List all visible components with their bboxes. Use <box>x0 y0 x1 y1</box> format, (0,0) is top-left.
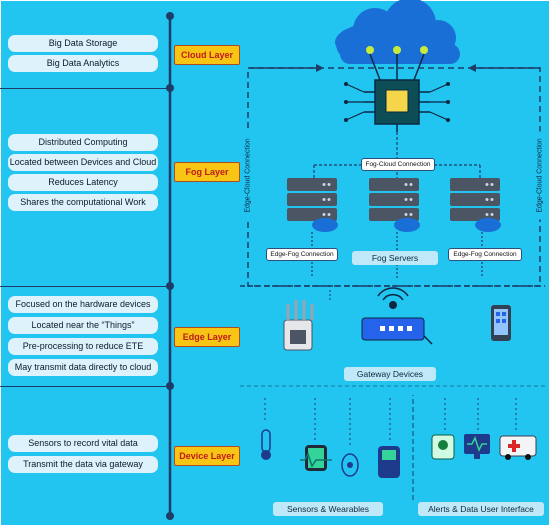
gateway-devices-label: Gateway Devices <box>344 367 436 381</box>
gateway-icon <box>361 287 433 345</box>
timeline-node <box>166 84 174 92</box>
processor-chip-icon <box>344 79 450 132</box>
timeline-node <box>166 282 174 290</box>
edge-feature-item: Pre-processing to reduce ETE <box>8 338 158 355</box>
edge-cloud-connection-label-right: Edge-Cloud Connection <box>536 131 544 220</box>
fog-cloud-connection-label: Fog-Cloud Connection <box>361 158 435 171</box>
fog-feature-item: Distributed Computing <box>8 134 158 151</box>
monitor-icon <box>464 434 490 459</box>
router-icon <box>283 300 314 351</box>
ambulance-icon <box>499 435 537 460</box>
edge-layer-badge: Edge Layer <box>174 327 240 347</box>
wearable-sensor-icon <box>341 453 359 477</box>
fog-server-icon <box>369 178 420 232</box>
smartphone-icon <box>491 305 511 341</box>
cloud-layer-badge: Cloud Layer <box>174 45 240 65</box>
fog-layer-badge: Fog Layer <box>174 162 240 182</box>
fog-feature-item: Located between Devices and Cloud <box>8 154 158 171</box>
layer-separator <box>0 88 170 89</box>
edge-feature-item: May transmit data directly to cloud <box>8 359 158 376</box>
device-feature-item: Transmit the data via gateway <box>8 456 158 473</box>
timeline-node <box>166 382 174 390</box>
fog-server-icon <box>287 178 338 232</box>
timeline-node <box>166 512 174 520</box>
fog-servers-label: Fog Servers <box>352 251 438 265</box>
timeline-node <box>166 12 174 20</box>
fog-feature-item: Shares the computational Work <box>8 194 158 211</box>
edge-feature-item: Focused on the hardware devices <box>8 296 158 313</box>
cloud-icon <box>335 0 460 81</box>
edge-feature-item: Located near the “Things” <box>8 317 158 334</box>
alerts-ui-label: Alerts & Data User Interface <box>418 502 544 516</box>
cloud-feature-item: Big Data Storage <box>8 35 158 52</box>
smartwatch-icon <box>300 445 332 471</box>
health-app-icon <box>431 434 455 460</box>
edge-fog-connection-label-right: Edge-Fog Connection <box>448 248 522 261</box>
fog-feature-item: Reduces Latency <box>8 174 158 191</box>
layer-separator <box>0 286 170 287</box>
device-layer-badge: Device Layer <box>174 446 240 466</box>
glucose-meter-icon <box>378 446 400 478</box>
fog-server-icon <box>450 178 501 232</box>
thermometer-icon <box>261 429 271 460</box>
sensors-wearables-label: Sensors & Wearables <box>273 502 383 516</box>
layer-separator <box>0 386 170 387</box>
edge-cloud-connection-label-left: Edge-Cloud Connection <box>244 131 252 220</box>
edge-fog-connection-label-left: Edge-Fog Connection <box>266 248 338 261</box>
device-feature-item: Sensors to record vital data <box>8 435 158 452</box>
cloud-feature-item: Big Data Analytics <box>8 55 158 72</box>
